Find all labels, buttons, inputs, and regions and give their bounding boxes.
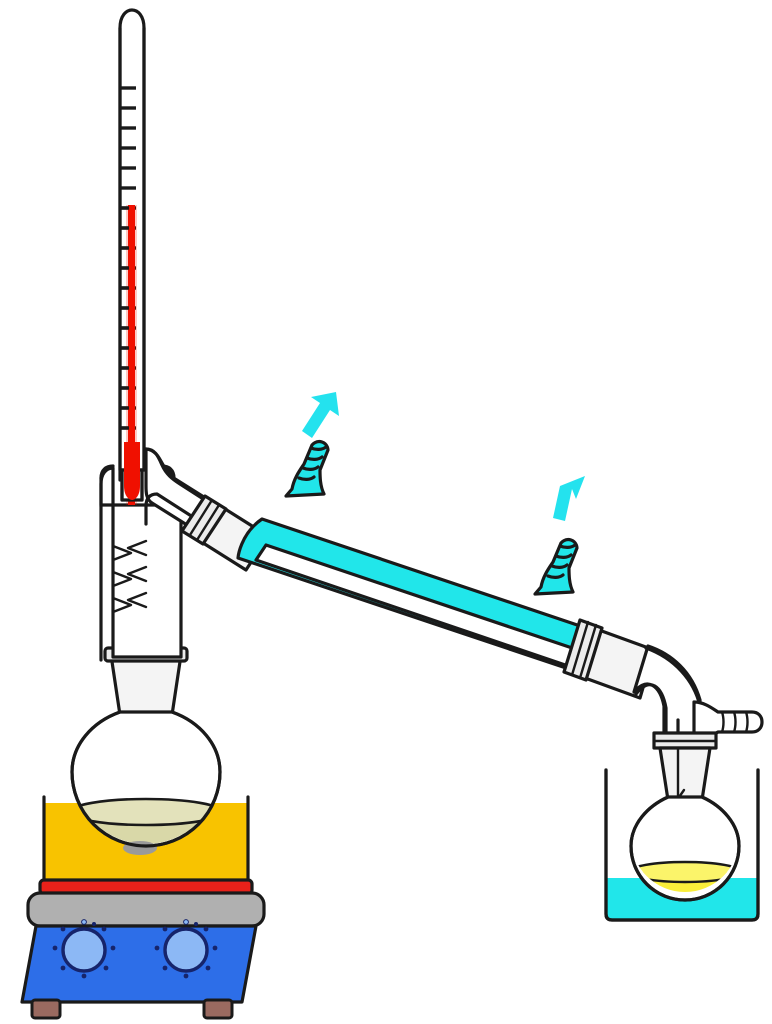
hotplate-stirrer[interactable] <box>20 878 266 1020</box>
vacuum-adapter <box>632 644 764 802</box>
knob-stir[interactable] <box>154 919 218 979</box>
receiver-joint-cone <box>658 746 712 802</box>
condenser <box>180 439 656 700</box>
receiving-flask <box>629 795 741 902</box>
boiling-flask-joint <box>109 653 183 717</box>
coolant-out-arrow-icon <box>302 392 339 438</box>
mercury-bulb <box>124 442 140 500</box>
hotplate-body <box>20 924 258 1004</box>
thermometer-scale-lower <box>121 206 129 430</box>
coolant-in-arrow-icon <box>550 476 585 521</box>
distillation-head <box>99 447 224 662</box>
mercury-column <box>126 205 137 505</box>
knob-heat[interactable] <box>52 919 116 979</box>
thermometer <box>118 8 146 505</box>
cooling-bath-rim <box>604 768 760 922</box>
condenser-right-joint <box>562 618 656 700</box>
condenser-inner-tube <box>254 543 592 672</box>
coolant-flow-arrows <box>302 392 585 521</box>
hotplate-foot-left <box>30 998 62 1020</box>
coolant-inlet-port <box>533 537 579 596</box>
hotplate-top-plate <box>26 891 266 928</box>
coolant-outlet-port <box>284 439 330 498</box>
hotplate-foot-right <box>202 998 234 1020</box>
vigreux-indentations <box>111 539 148 614</box>
